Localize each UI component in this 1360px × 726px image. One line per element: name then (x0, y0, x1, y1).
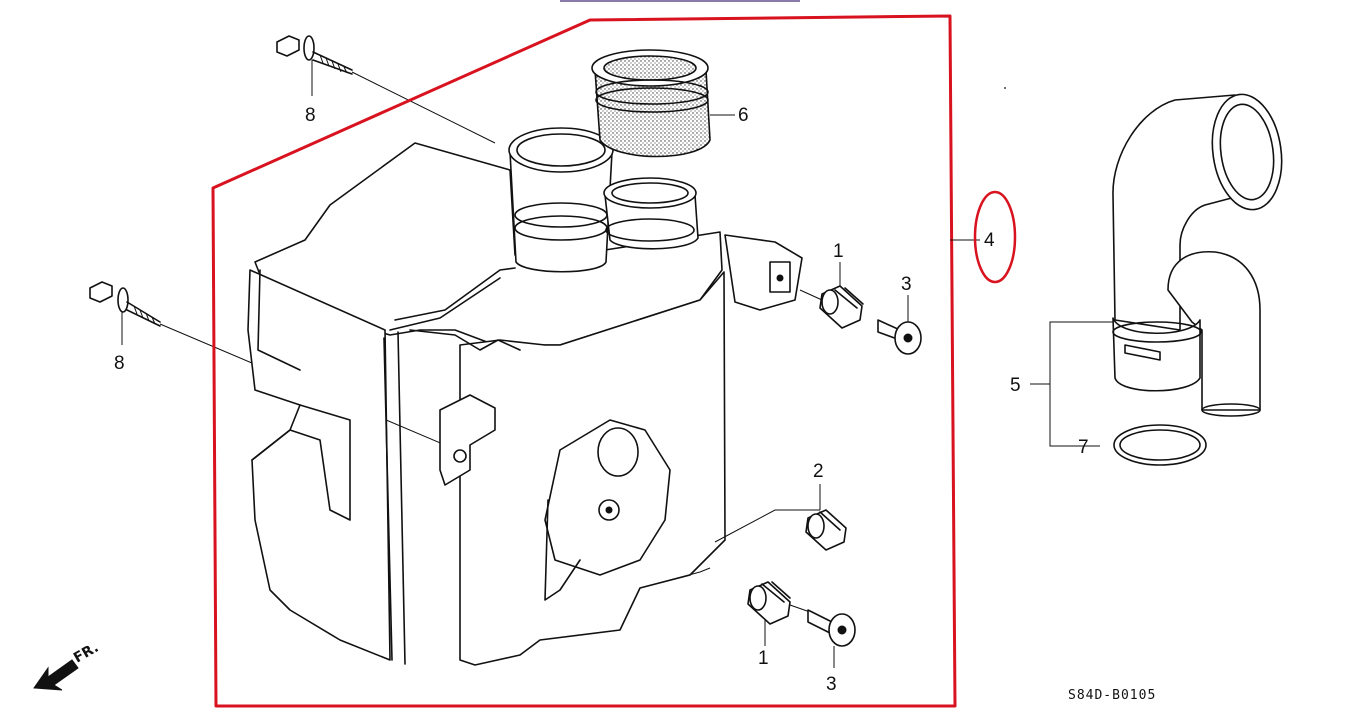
front-direction-marker: FR. (33, 640, 101, 691)
bolt-upper (276, 35, 353, 96)
callout-duct: 5 (1010, 375, 1021, 396)
air-duct (1030, 93, 1283, 447)
o-ring (1113, 424, 1207, 466)
dot-artifact (1004, 87, 1006, 89)
filter-element (591, 49, 735, 158)
inlet-tube (508, 127, 614, 273)
assembly-highlight-outline (211, 14, 957, 708)
callout-bolt-lower: 8 (114, 353, 125, 374)
collar-upper (877, 295, 922, 355)
callout-filter-element: 6 (738, 105, 749, 126)
bolt-lower (89, 281, 161, 345)
callout-bolt-upper: 8 (305, 105, 316, 126)
callout-o-ring: 7 (1078, 437, 1089, 458)
resonator-box (247, 142, 803, 666)
callout-grommet-upper: 1 (833, 241, 844, 262)
grommet-lower (747, 581, 811, 646)
front-direction-label: FR. (71, 640, 101, 667)
grommet-upper (799, 262, 864, 329)
collar-lower (807, 609, 856, 668)
callout-grommet-middle: 2 (813, 461, 824, 482)
drawing-code: S84D-B0105 (1068, 688, 1156, 703)
callout-assembly: 4 (984, 230, 995, 251)
bolt-upper-leader (351, 71, 496, 144)
callout-collar-lower: 3 (826, 674, 837, 695)
grommet-middle (714, 484, 847, 551)
callout-collar-upper: 3 (901, 274, 912, 295)
assembly-callout-circle (973, 190, 1017, 284)
callout-grommet-lower: 1 (758, 648, 769, 669)
outlet-tube (603, 177, 699, 250)
